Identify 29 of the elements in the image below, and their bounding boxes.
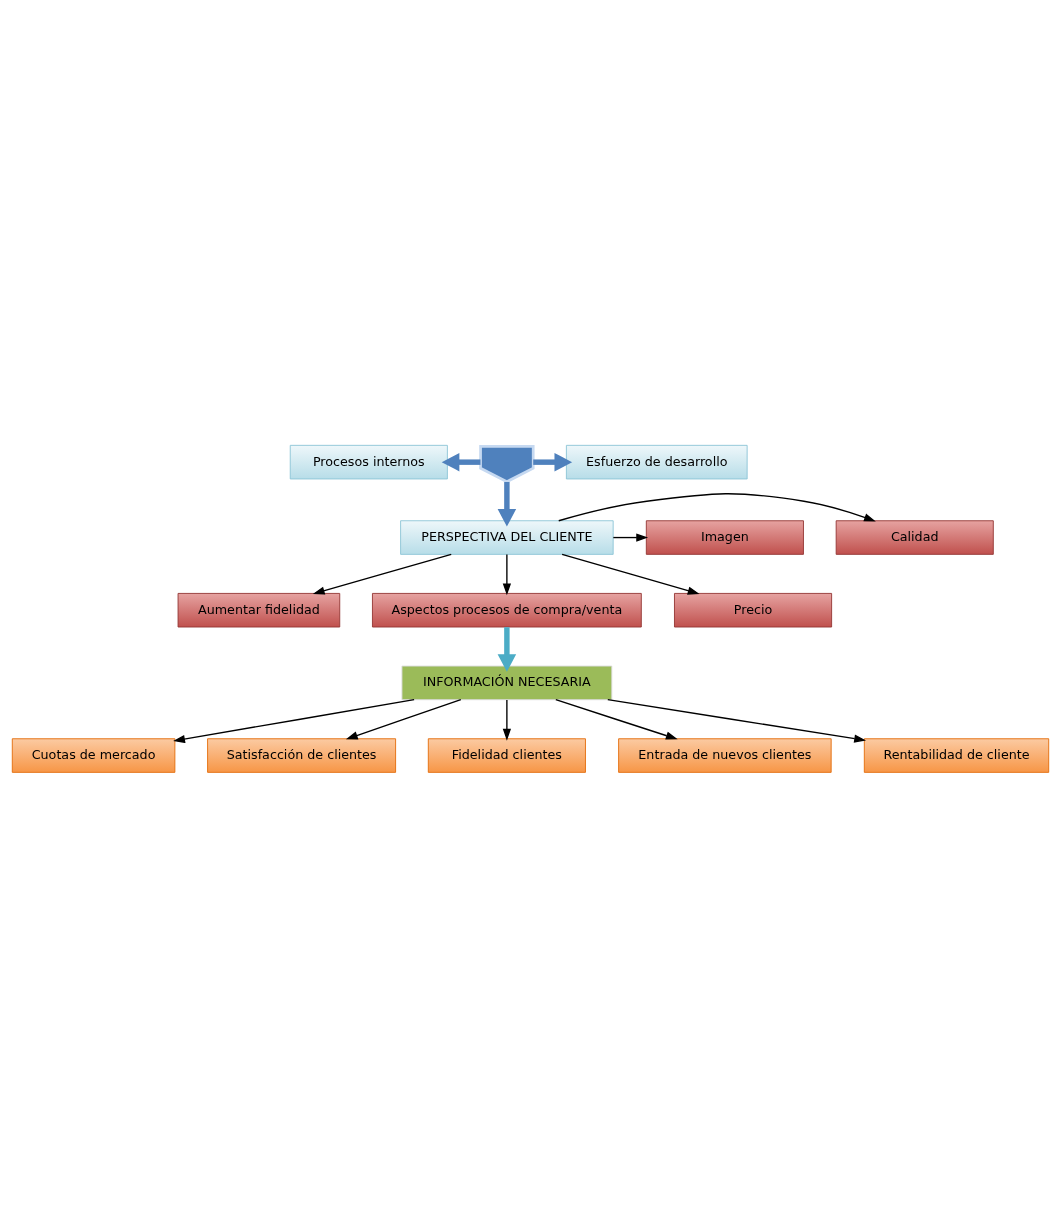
node-box: Procesos internos xyxy=(289,444,448,480)
arrow xyxy=(502,699,511,741)
arrow xyxy=(173,699,415,744)
arrow xyxy=(345,699,462,740)
arrow xyxy=(441,452,481,472)
node-box: PERSPECTIVA DEL CLIENTE xyxy=(400,520,614,555)
node-box: Esfuerzo de desarrollo xyxy=(565,444,748,480)
arrow xyxy=(555,699,678,740)
node-box: Aspectos procesos de compra/venta xyxy=(372,592,642,628)
arrow xyxy=(497,627,517,672)
node-box: Satisfacción de clientes xyxy=(207,738,397,773)
node-box: Cuotas de mercado xyxy=(11,738,176,773)
node-box: Aumentar fidelidad xyxy=(177,592,341,628)
arrow xyxy=(561,553,700,595)
node-box: Calidad xyxy=(835,520,994,555)
node-box: Imagen xyxy=(645,520,804,555)
arrow xyxy=(312,553,452,595)
node-box: Rentabilidad de cliente xyxy=(863,738,1050,773)
arrow xyxy=(502,553,511,596)
node-box: Entrada de nuevos clientes xyxy=(618,738,832,773)
node-arrow xyxy=(479,445,535,484)
node-box: Fidelidad clientes xyxy=(427,738,586,773)
node-box: Precio xyxy=(674,592,833,628)
node-box: INFORMACIÓN NECESARIA xyxy=(401,665,613,701)
arrow xyxy=(558,493,876,522)
arrow xyxy=(612,533,649,542)
arrow xyxy=(533,452,573,472)
arrow xyxy=(607,699,866,743)
arrow xyxy=(497,482,517,527)
